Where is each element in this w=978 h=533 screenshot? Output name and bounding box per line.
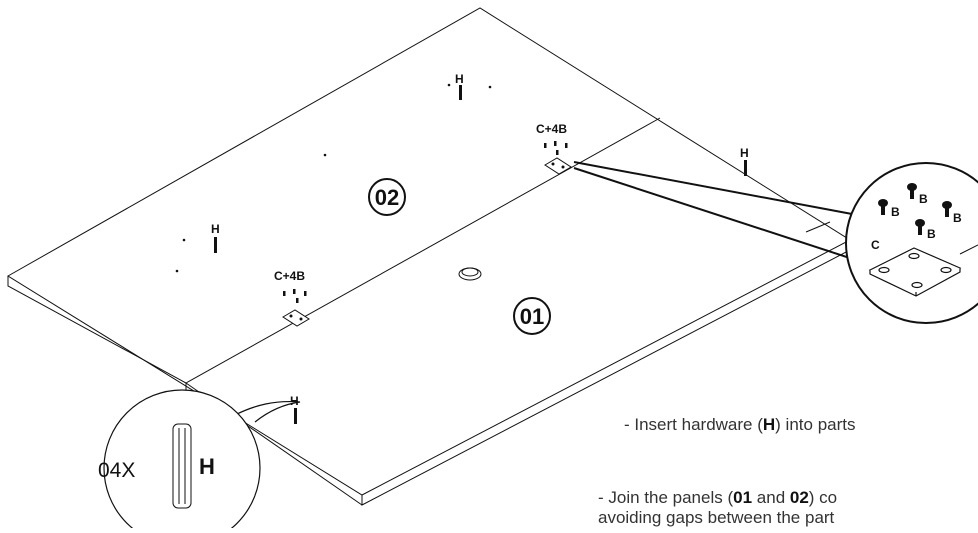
dowel-h-icon bbox=[172, 423, 192, 509]
dowel-part-label: H bbox=[199, 454, 215, 479]
bracket-label: C+4B bbox=[536, 122, 567, 136]
svg-text:B: B bbox=[891, 205, 900, 219]
bracket-plate bbox=[868, 247, 962, 297]
part-number-02: 02 bbox=[368, 178, 406, 216]
dowel-h-3: H bbox=[211, 222, 220, 253]
svg-text:B: B bbox=[953, 211, 962, 225]
zoom-detail-bracket: B B B B C bbox=[845, 162, 978, 324]
zoom-detail-dowel: 04X H bbox=[98, 389, 301, 533]
dowel-label: H bbox=[290, 394, 299, 408]
panel-seam bbox=[185, 117, 661, 384]
screw-icon: B bbox=[915, 219, 936, 241]
part-number-text: 02 bbox=[375, 185, 399, 210]
svg-text:B: B bbox=[919, 192, 928, 206]
bracket-group-upper: C+4B bbox=[536, 122, 572, 175]
svg-text:B: B bbox=[927, 227, 936, 241]
instruction-2: - Join the panels (01 and 02) co bbox=[598, 488, 838, 507]
grommet-hole bbox=[458, 267, 482, 281]
quantity-text: 04X bbox=[98, 459, 135, 482]
screw-icon: B bbox=[878, 199, 900, 219]
dowel-h-2: H bbox=[740, 146, 749, 176]
screw-icon: B bbox=[942, 201, 962, 225]
instruction-3: avoiding gaps between the part bbox=[598, 508, 835, 527]
dowel-h-4: H bbox=[290, 394, 299, 424]
dowel-label: H bbox=[740, 146, 749, 160]
dowel-label: H bbox=[211, 222, 220, 236]
instruction-1: - Insert hardware (H) into parts bbox=[624, 415, 856, 434]
zoom-leader-lines bbox=[573, 161, 863, 263]
bracket-c-label: C bbox=[871, 238, 880, 252]
screw-icon: B bbox=[907, 183, 928, 206]
part-number-text: 01 bbox=[520, 304, 544, 329]
part-number-01: 01 bbox=[513, 297, 551, 335]
dowel-h-1: H bbox=[455, 72, 464, 100]
bracket-group-lower: C+4B bbox=[274, 269, 310, 327]
pre-drilled-dots bbox=[175, 83, 492, 273]
dowel-label: H bbox=[455, 72, 464, 86]
bracket-label: C+4B bbox=[274, 269, 305, 283]
